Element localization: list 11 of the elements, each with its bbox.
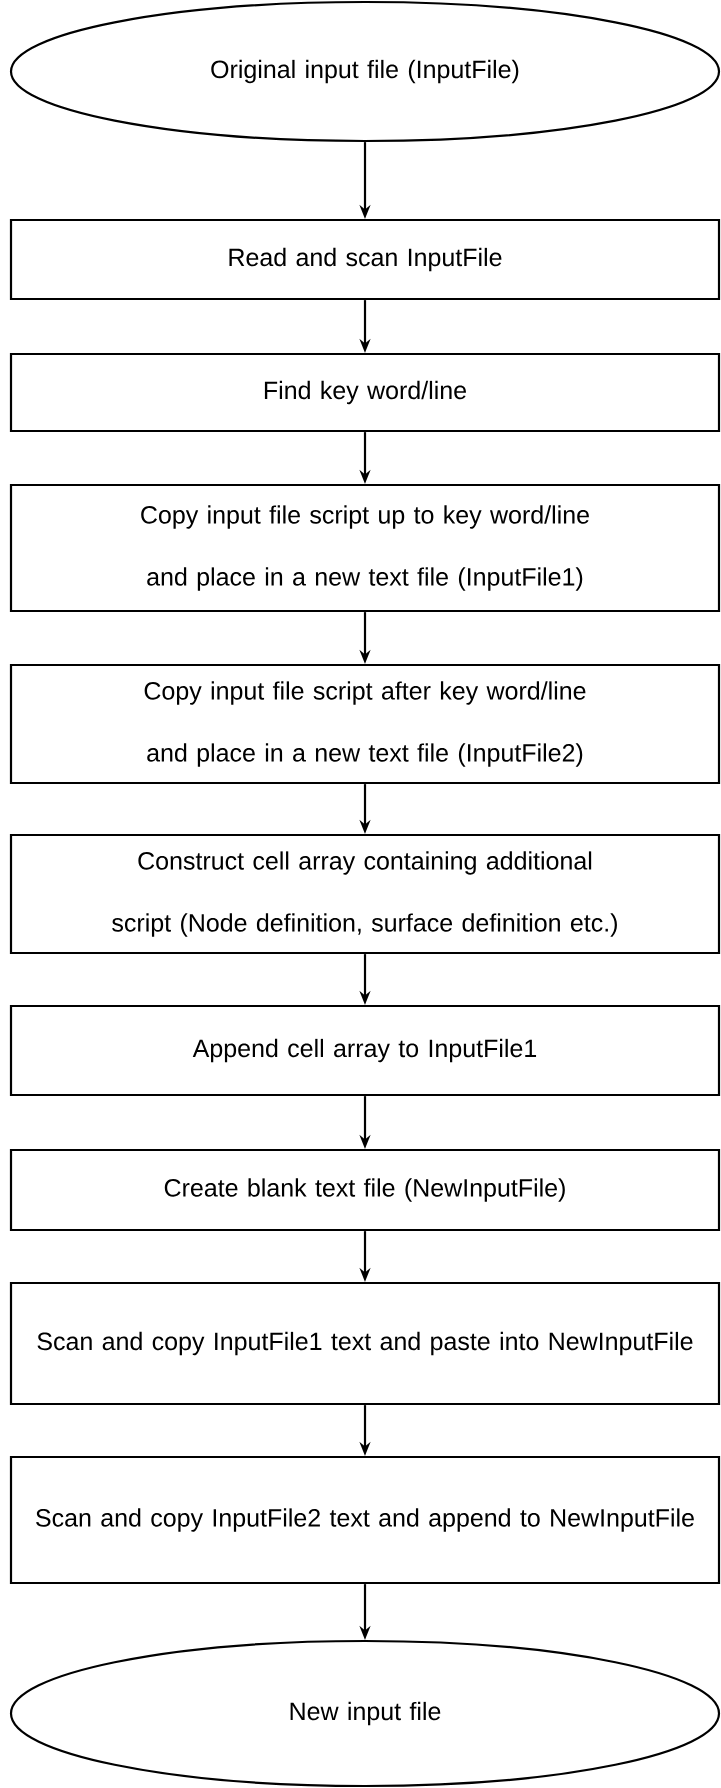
process-box: Scan and copy InputFile1 text and paste into NewInputFile	[9, 1281, 721, 1406]
ellipse-terminator: New input file	[9, 1639, 721, 1788]
process-box: Find key word/line	[9, 352, 721, 433]
process-box: Create blank text file (NewInputFile)	[9, 1148, 721, 1232]
process-box: Copy input file script up to key word/line and place in a new text file (InputFile1)	[9, 483, 721, 613]
process-box: Construct cell array containing additional script (Node definition, surface definition etc.)	[9, 833, 721, 955]
process-box: Copy input file script after key word/line and place in a new text file (InputFile2)	[9, 663, 721, 785]
process-box: Scan and copy InputFile2 text and append to NewInputFile	[9, 1455, 721, 1585]
process-box: Read and scan InputFile	[9, 218, 721, 301]
process-box: Append cell array to InputFile1	[9, 1004, 721, 1097]
ellipse-terminator: Original input file (InputFile)	[9, 0, 721, 143]
